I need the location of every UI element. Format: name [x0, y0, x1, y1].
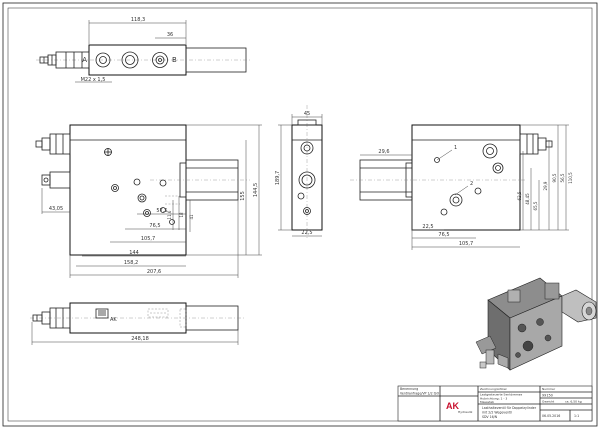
- right-dim-r1: 62,5: [517, 191, 522, 200]
- port-a-label: A: [82, 56, 87, 64]
- bottom-view: AK 248,18: [30, 302, 245, 345]
- callout-2: 2: [470, 181, 473, 187]
- tb-right-2: 99150: [542, 394, 553, 398]
- tb-right-4: ca. 6,50 kg: [565, 400, 582, 404]
- front-view: 155 144,5 11,6 18 41 43,05 57,5 76,5 105…: [35, 124, 262, 278]
- tb-right-1: Nummer: [542, 387, 556, 391]
- top-dim-offset: 36: [167, 32, 173, 38]
- front-dim-bottom-4: 144: [129, 250, 139, 256]
- front-dim-bottom-6: 207,6: [147, 269, 161, 275]
- side-dim-top: 45: [304, 111, 310, 117]
- right-dim-b3: 105,7: [459, 241, 473, 247]
- tb-mid-2: Lastgesteuerte Senkbremse: [480, 393, 522, 397]
- title-block: Benennung Ventilanfrage/VP 1/2 ISO AK Hy…: [397, 385, 593, 422]
- tb-left-2: Ventilanfrage/VP 1/2 ISO: [400, 392, 440, 396]
- front-dim-left-small: 43,05: [49, 206, 63, 212]
- tb-mid-3: Hubrichtung: 1 - 3: [480, 397, 507, 401]
- right-dim-r6: 56,5: [560, 173, 565, 182]
- company-logo: AK: [446, 401, 459, 411]
- tb-right-6: 1:1: [574, 414, 579, 418]
- tb-mid-1: Zeichnung/Artikel: [480, 387, 507, 391]
- right-dim-left: 29,6: [378, 149, 389, 155]
- bottom-dim-total: 248,18: [131, 336, 149, 342]
- right-view: 1 2 29,6 62,5 48,45 65,5 29,9 90,5 56,5 …: [350, 124, 573, 250]
- callout-1: 1: [454, 145, 457, 151]
- isometric-view: [475, 277, 597, 371]
- top-view: 118,3 36 A B M22 x 1,5: [36, 17, 250, 83]
- front-dim-right-1: 155: [240, 191, 246, 201]
- right-dim-r5: 90,5: [552, 173, 557, 182]
- right-dim-b1: 22,5: [422, 224, 433, 230]
- front-dim-right-2: 144,5: [253, 183, 259, 197]
- tb-mid-6: mit 2/2 Wegeventil: [482, 411, 512, 415]
- top-thread-label: M22 x 1,5: [81, 77, 106, 83]
- side-view: 45 189,7 22,5: [275, 105, 323, 240]
- front-dim-bottom-3: 105,7: [141, 236, 155, 242]
- front-dim-bottom-2: 76,5: [149, 223, 160, 229]
- tb-right-5: 06.05.2016: [542, 414, 560, 418]
- front-dim-small-1: 11,6: [167, 210, 172, 219]
- front-dim-bottom-1: 57,5: [156, 208, 167, 214]
- right-dim-r3: 65,5: [533, 201, 538, 210]
- side-dim-left: 189,7: [275, 171, 281, 185]
- front-dim-small-2: 18: [179, 212, 184, 218]
- front-dim-bottom-5: 158,2: [124, 260, 138, 266]
- tb-mid-4: Massstab: [480, 400, 494, 404]
- side-dim-bottom: 22,5: [301, 230, 312, 236]
- tb-mid-7: SDV 16/N: [482, 415, 498, 419]
- port-b-label: B: [172, 56, 177, 64]
- tb-left-1: Benennung: [400, 387, 418, 391]
- right-dim-r2: 48,45: [525, 193, 530, 205]
- right-dim-r7: 110,5: [568, 172, 573, 184]
- tb-right-3: Gewicht: [542, 400, 555, 404]
- bottom-engraving: AK: [110, 317, 117, 323]
- top-dim-length: 118,3: [131, 17, 145, 23]
- tb-mid-5: Lasthalteventil für Doppelzylinder: [482, 406, 537, 410]
- front-dim-small-3: 41: [189, 214, 194, 220]
- right-dim-b2: 76,5: [438, 232, 449, 238]
- company-sub: Hydraulik: [458, 410, 473, 414]
- right-dim-r4: 29,9: [543, 181, 548, 190]
